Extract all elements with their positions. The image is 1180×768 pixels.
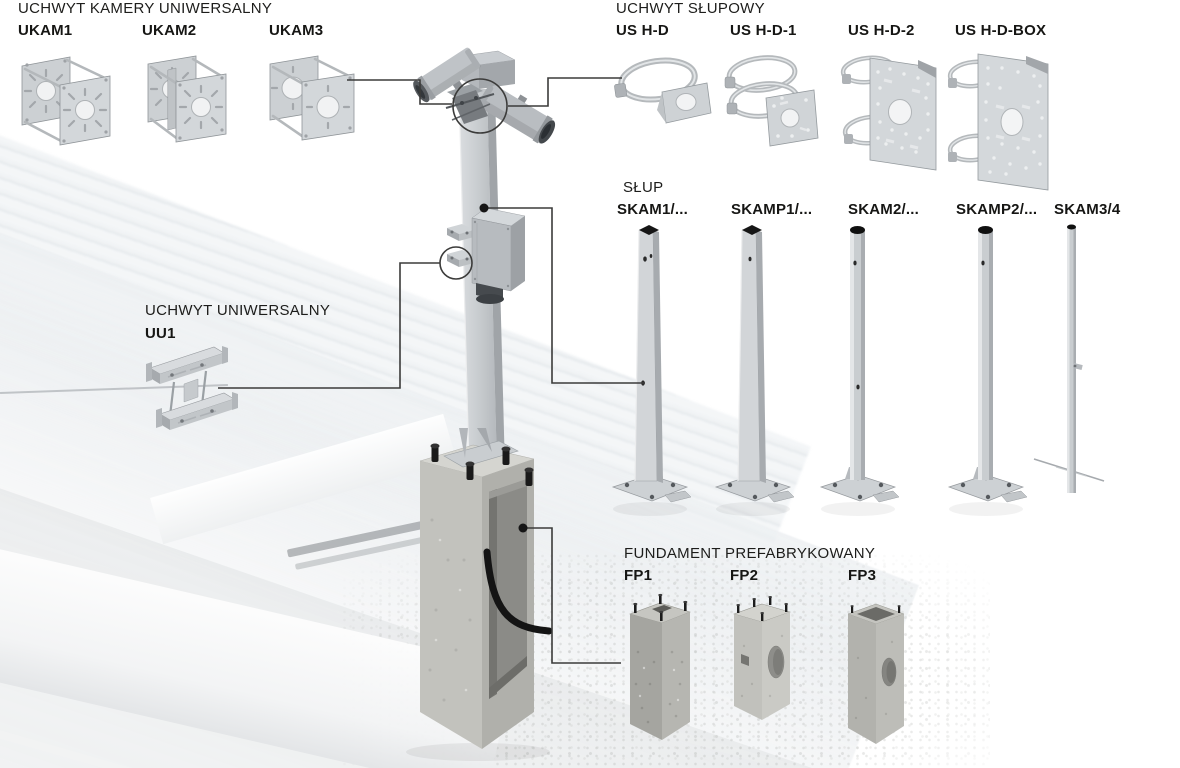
product-label-us-h-d-1: US H-D-1 [730, 22, 797, 39]
skam3-4-product-image [1033, 224, 1105, 493]
connector-camera-mount-to-us-hd [508, 77, 622, 107]
product-label-skam1: SKAM1/... [617, 201, 688, 218]
product-label-skamp2: SKAMP2/... [956, 201, 1038, 218]
section-title-slup: SŁUP [623, 179, 664, 196]
connector-pole-to-skam1 [488, 207, 645, 384]
product-label-ukam1: UKAM1 [18, 22, 73, 39]
product-label-us-h-d: US H-D [616, 22, 669, 39]
ukam3-product-image [269, 55, 355, 141]
product-label-fp2: FP2 [730, 567, 759, 584]
annotation-circle-universal-bracket [439, 246, 473, 280]
section-title-uchwyt-kamery: UCHWYT KAMERY UNIWERSALNY [18, 0, 273, 17]
product-label-ukam2: UKAM2 [142, 22, 197, 39]
product-label-us-h-d-2: US H-D-2 [848, 22, 915, 39]
product-label-us-h-d-box: US H-D-BOX [955, 22, 1047, 39]
product-label-skam3-4: SKAM3/4 [1054, 201, 1121, 218]
ukam2-product-image [147, 55, 227, 143]
section-title-uchwyt-uniwersalny: UCHWYT UNIWERSALNY [145, 302, 331, 319]
product-label-fp1: FP1 [624, 567, 653, 584]
us-h-d-1-product-image [724, 55, 819, 147]
annotation-dot-foundation [518, 523, 528, 533]
product-label-skamp1: SKAMP1/... [731, 201, 813, 218]
connector-uu1-to-bracket [218, 262, 440, 389]
ukam1-product-image [21, 56, 111, 146]
us-h-d-product-image [614, 57, 712, 124]
camera-upper-left [413, 47, 481, 103]
us-h-d-box-product-image [947, 53, 1049, 191]
us-h-d-2-product-image [840, 55, 937, 171]
product-label-skam2: SKAM2/... [848, 201, 919, 218]
product-label-uu1: UU1 [145, 325, 176, 342]
section-title-uchwyt-slupowy: UCHWYT SŁUPOWY [616, 0, 765, 17]
product-label-fp3: FP3 [848, 567, 877, 584]
annotation-dot-pole [479, 203, 489, 213]
connector-ukam3-to-camera-mount [347, 79, 452, 105]
annotation-circle-camera-mount [452, 78, 508, 134]
connector-foundation-to-fp1 [527, 527, 621, 664]
section-title-fundament: FUNDAMENT PREFABRYKOWANY [624, 545, 876, 562]
product-label-ukam3: UKAM3 [269, 22, 324, 39]
